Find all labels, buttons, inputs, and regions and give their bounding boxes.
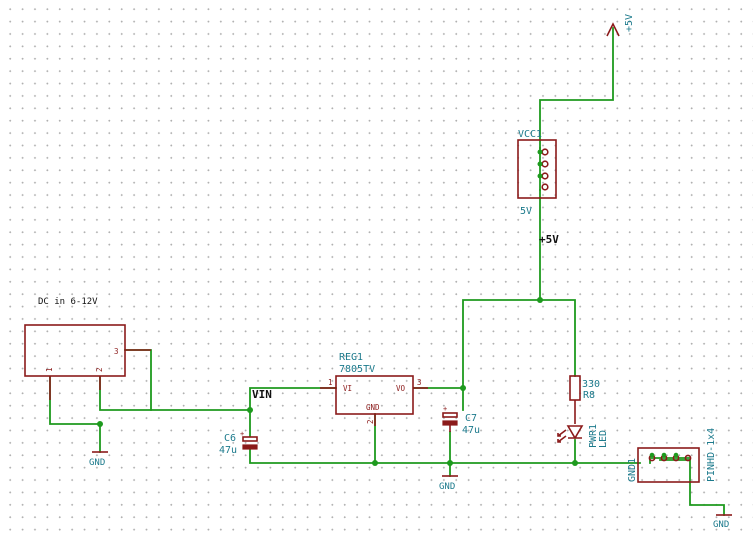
reg1-pin-vo: VO: [396, 384, 406, 393]
c6-plate-top: [242, 436, 258, 442]
wire-ground-rail: [249, 447, 641, 464]
gnd-label: GND: [89, 458, 105, 468]
c6-plate-bottom: [242, 444, 258, 450]
gnd-label: GND: [439, 482, 455, 492]
reg1-pin-gnd: GND: [366, 403, 380, 412]
vcc1-connector[interactable]: VCC1 5V: [517, 129, 557, 217]
vcc1-pin: [541, 160, 549, 168]
gnd1-value: PINHD-1x4: [706, 428, 717, 482]
vcc1-pin: [541, 183, 549, 191]
dc-jack-pin2: 2: [95, 367, 104, 372]
reg1-ref: REG1: [339, 352, 363, 363]
r8-value: 330: [582, 379, 600, 390]
c7-plate-bottom: [442, 420, 458, 426]
vcc1-junction: [537, 173, 543, 179]
r8-body: [569, 375, 581, 401]
power-label-5v: +5V: [624, 14, 635, 32]
wire-vo-c7: [413, 387, 464, 411]
dc-jack-label: DC in 6-12V: [38, 297, 98, 307]
capacitor-c7[interactable]: + C7 47u: [442, 405, 480, 436]
c6-value: 47u: [219, 445, 237, 456]
c7-value: 47u: [462, 425, 480, 436]
led-arrow-icon: [557, 429, 567, 437]
junction-vo: [460, 385, 466, 391]
gnd-symbol-right[interactable]: GND: [713, 514, 732, 530]
r8-ref: R8: [583, 390, 595, 401]
capacitor-c6[interactable]: + C6 47u: [219, 430, 258, 456]
c6-ref: C6: [224, 433, 236, 444]
net-label-5v: +5V: [539, 233, 559, 246]
gnd-label: GND: [713, 520, 729, 530]
c7-plus: +: [443, 405, 447, 413]
gnd1-junction: [649, 452, 655, 458]
vcc1-value: 5V: [520, 206, 532, 217]
header-gnd1[interactable]: GND1 PINHD-1x4: [627, 428, 717, 483]
wires: [49, 27, 725, 516]
gnd1-ref: GND1: [627, 458, 638, 482]
vcc1-body: [517, 139, 557, 199]
junction-led-gnd: [572, 460, 578, 466]
gnd1-junction: [661, 452, 667, 458]
vcc1-ref: VCC1: [518, 129, 542, 140]
vcc1-pin: [541, 148, 549, 156]
wire-jack2: [99, 376, 152, 411]
regulator-reg1[interactable]: REG1 7805TV 1 3 2 VI VO GND: [320, 352, 428, 426]
reg1-value: 7805TV: [339, 364, 375, 375]
reg1-pin-vi: VI: [343, 384, 352, 393]
gnd-symbol-c7[interactable]: GND: [439, 475, 458, 492]
vcc1-pin: [541, 172, 549, 180]
reg1-pin2: 2: [366, 419, 375, 424]
c7-plate-top: [442, 412, 458, 418]
dc-jack-pin3: 3: [114, 347, 119, 356]
arrow-up-icon: [606, 22, 620, 37]
gnd1-pin: [684, 454, 692, 462]
dc-jack[interactable]: DC in 6-12V 3 2 1: [24, 297, 151, 400]
junction-c7-gnd: [447, 460, 453, 466]
wire-5v-split: [462, 299, 576, 389]
pwr1-ref: PWR1: [588, 424, 599, 448]
junction-5v: [537, 297, 543, 303]
net-label-vin: VIN: [252, 388, 272, 401]
led-icon: [566, 425, 584, 440]
c6-plus: +: [240, 430, 244, 438]
led-arrow-icon: [557, 435, 567, 443]
wire-5v-to-top: [539, 27, 614, 149]
gnd1-junction: [673, 452, 679, 458]
wire-jack3-vin: [124, 349, 337, 411]
gnd-symbol-left[interactable]: GND: [89, 451, 108, 468]
c7-ref: C7: [465, 413, 477, 424]
reg1-pin1: 1: [328, 378, 333, 387]
junction-vin: [247, 407, 253, 413]
vcc1-junction: [537, 149, 543, 155]
dc-jack-body: [24, 324, 126, 377]
junction-jack: [97, 421, 103, 427]
gnd1-body: [637, 447, 700, 483]
dc-jack-pin1: 1: [45, 367, 54, 372]
led-pwr1[interactable]: PWR1 LED: [557, 424, 609, 448]
vcc1-junction: [537, 161, 543, 167]
reg1-pin3: 3: [417, 378, 422, 387]
power-symbol-5v[interactable]: +5V: [606, 14, 635, 37]
wire-jack1-gnd: [49, 376, 101, 453]
junctions: [97, 297, 578, 466]
junction-reg-gnd: [372, 460, 378, 466]
pwr1-value: LED: [598, 430, 609, 448]
resistor-r8[interactable]: 330 R8: [569, 375, 600, 424]
